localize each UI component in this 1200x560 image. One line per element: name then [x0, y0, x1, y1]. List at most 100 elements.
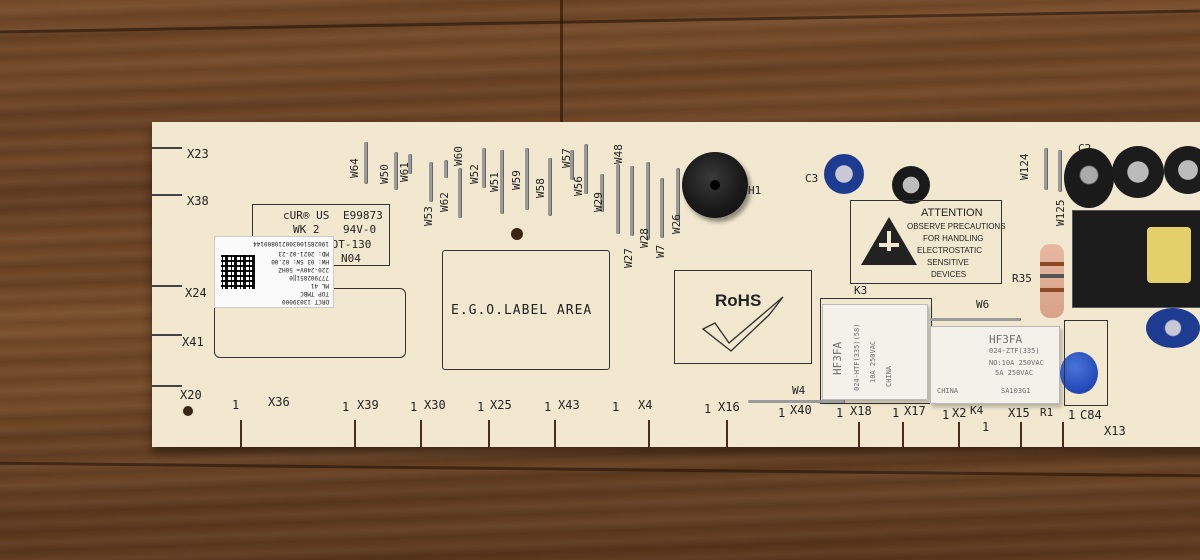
jumper-label: W53	[422, 206, 435, 226]
component-label-r35: R35	[1012, 272, 1032, 285]
capacitor-ceramic-blue	[1060, 352, 1098, 394]
bottom-notch	[858, 422, 860, 447]
jumper-label: W64	[348, 158, 361, 178]
ul-wk: WK 2	[293, 223, 320, 236]
relay-k4: HF3FA 024-ZTF(335) NO:10A 250VAC 5A 250V…	[930, 326, 1060, 404]
capacitor-large-2	[1164, 146, 1200, 194]
jumper-label: W51	[488, 172, 501, 192]
attention-line: FOR HANDLING	[923, 234, 984, 243]
capacitor-blue-right	[1146, 308, 1200, 348]
jumper-label: W48	[612, 144, 625, 164]
sticker-line: TOP TMBC	[300, 290, 329, 297]
ul-file-number: E99873	[343, 209, 383, 222]
sticker-line: 777902851‖0	[289, 274, 329, 281]
mounting-hole	[511, 228, 523, 240]
jumper-label: W52	[468, 164, 481, 184]
sticker-line: 190285100300210800144	[253, 240, 329, 247]
component-label-w125: W125	[1054, 199, 1067, 227]
attention-line: ELECTROSTATIC	[917, 246, 983, 255]
jumper-wire	[1044, 148, 1047, 190]
jumper-wire	[525, 148, 528, 210]
buzzer-hole	[710, 180, 720, 190]
side-notch	[152, 334, 182, 336]
pin-one-marker: 1	[982, 420, 990, 434]
jumper-wire	[676, 168, 679, 222]
serial-sticker: DRCT 13039000 TOP TMBC ML 41 777902851‖0…	[214, 236, 334, 308]
sticker-line: MD: 2021-02-23	[278, 250, 329, 257]
jumper-wire	[364, 142, 367, 184]
jumper-wire	[660, 178, 663, 238]
jumper-wire	[500, 150, 503, 214]
mounting-hole	[183, 406, 193, 416]
jumper-wire	[429, 162, 432, 202]
jumper-wire	[570, 150, 573, 180]
jumper-wire	[584, 144, 587, 194]
jumper-wire	[482, 148, 485, 188]
component-label-c84: C84	[1080, 408, 1102, 422]
resistor-band	[1040, 274, 1064, 278]
pin-one-marker: 1	[1068, 408, 1076, 422]
component-label-k3: K3	[854, 284, 868, 297]
bottom-notch	[1062, 422, 1064, 447]
ego-label-area-box: E.G.O.LABEL AREA	[442, 250, 610, 370]
jumper-label: W50	[378, 164, 391, 184]
sticker-line: 220-240V≈ 50HZ	[278, 266, 329, 273]
ul-certification-block: cUR® US WK 2 E99873 94V-0 MOT-130 N04	[252, 204, 390, 266]
relay-model: HF3FA	[989, 333, 1023, 346]
bottom-notch	[488, 420, 490, 447]
jumper-label: W27	[622, 248, 635, 268]
connector-label-x4: X4	[638, 398, 653, 412]
transformer	[1072, 210, 1200, 308]
jumper-label: W57	[560, 148, 573, 168]
sticker-line: DRCT 13039000	[282, 298, 329, 305]
component-label-w6: W6	[976, 298, 990, 311]
component-label-c3: C3	[805, 172, 819, 185]
pin-one-marker: 1	[544, 400, 552, 414]
connector-label-x20: X20	[180, 388, 202, 402]
attention-line: OBSERVE PRECAUTIONS	[907, 222, 1006, 231]
component-outline	[1064, 320, 1108, 406]
jumper-wire	[1058, 150, 1061, 192]
component-label-h1: H1	[748, 184, 762, 197]
jumper-wire-w6	[930, 318, 1020, 321]
side-notch	[152, 194, 182, 196]
jumper-wire	[444, 160, 447, 178]
bottom-notch	[420, 420, 422, 447]
jumper-wire	[646, 162, 649, 240]
rohs-block: RoHS	[674, 270, 812, 364]
connector-label-x36: X36	[268, 395, 290, 409]
bottom-notch	[958, 422, 960, 447]
buzzer	[682, 152, 748, 218]
pin-one-marker: 1	[778, 406, 786, 420]
connector-label-x2: X2	[952, 406, 967, 420]
component-label-r1: R1	[1040, 406, 1054, 419]
jumper-wire	[548, 158, 551, 216]
transformer-coil	[1147, 227, 1191, 283]
resistor-band	[1040, 262, 1064, 266]
pin-one-marker: 1	[892, 406, 900, 420]
jumper-wire	[616, 164, 619, 234]
connector-label-x39: X39	[357, 398, 379, 412]
bottom-notch	[354, 420, 356, 447]
side-notch	[152, 385, 182, 387]
bottom-notch	[554, 420, 556, 447]
bottom-notch	[1020, 422, 1022, 447]
attention-line: SENSITIVE	[927, 258, 969, 267]
relay-code: SA103G1	[1001, 387, 1031, 395]
relay-origin: CHINA	[937, 387, 959, 395]
bottom-notch	[648, 420, 650, 447]
connector-label-x38: X38	[187, 194, 209, 208]
jumper-wire	[394, 152, 397, 190]
connector-label-x13: X13	[1104, 424, 1126, 438]
connector-label-x43: X43	[558, 398, 580, 412]
relay-sub: 024-ZTF(335)	[989, 347, 1040, 355]
pin-one-marker: 1	[612, 400, 620, 414]
pin-one-marker: 1	[342, 400, 350, 414]
relay-rating: 5A 250VAC	[995, 369, 1033, 377]
capacitor-c2	[1064, 148, 1114, 208]
connector-label-x17: X17	[904, 404, 926, 418]
pin-one-marker: 1	[410, 400, 418, 414]
plank-seam-vertical	[560, 0, 563, 122]
component-label-w124: W124	[1018, 153, 1031, 181]
checkmark-icon	[701, 296, 784, 352]
